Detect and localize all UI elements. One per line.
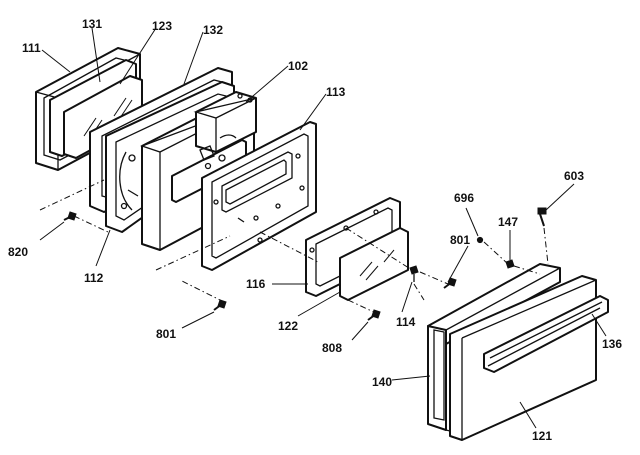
label-801-right: 801 <box>450 233 470 247</box>
part-136-handle <box>483 295 609 373</box>
part-102-insulation-box <box>140 91 257 251</box>
label-147: 147 <box>498 215 518 229</box>
label-696: 696 <box>454 191 474 205</box>
label-114: 114 <box>396 315 416 329</box>
part-113-inner-panel <box>201 121 317 271</box>
screw-603 <box>537 207 547 227</box>
alignment-lines <box>39 179 549 315</box>
label-102: 102 <box>288 59 308 73</box>
label-113: 113 <box>326 85 346 99</box>
label-112: 112 <box>84 271 104 285</box>
label-808: 808 <box>322 341 342 355</box>
screw-801-right <box>443 277 457 289</box>
label-132: 132 <box>203 23 223 37</box>
screw-801-left <box>213 299 227 311</box>
part-labels: 111 131 123 132 102 113 820 112 801 116 … <box>8 17 622 443</box>
label-122: 122 <box>278 319 298 333</box>
label-603: 603 <box>564 169 584 183</box>
label-123: 123 <box>152 19 172 33</box>
label-801-left: 801 <box>156 327 176 341</box>
screw-147 <box>505 259 515 269</box>
part-140-outer-frame <box>427 263 561 433</box>
part-122-window-glass <box>339 227 409 301</box>
label-121: 121 <box>532 429 552 443</box>
screw-820 <box>63 211 77 221</box>
label-136: 136 <box>602 337 622 351</box>
label-820: 820 <box>8 245 28 259</box>
part-114-clip <box>409 265 419 282</box>
label-116: 116 <box>246 277 266 291</box>
screw-808 <box>367 309 381 321</box>
label-131: 131 <box>82 17 102 31</box>
label-111: 111 <box>22 41 41 55</box>
screw-696 <box>476 236 484 244</box>
label-140: 140 <box>372 375 392 389</box>
leader-lines <box>39 27 607 429</box>
